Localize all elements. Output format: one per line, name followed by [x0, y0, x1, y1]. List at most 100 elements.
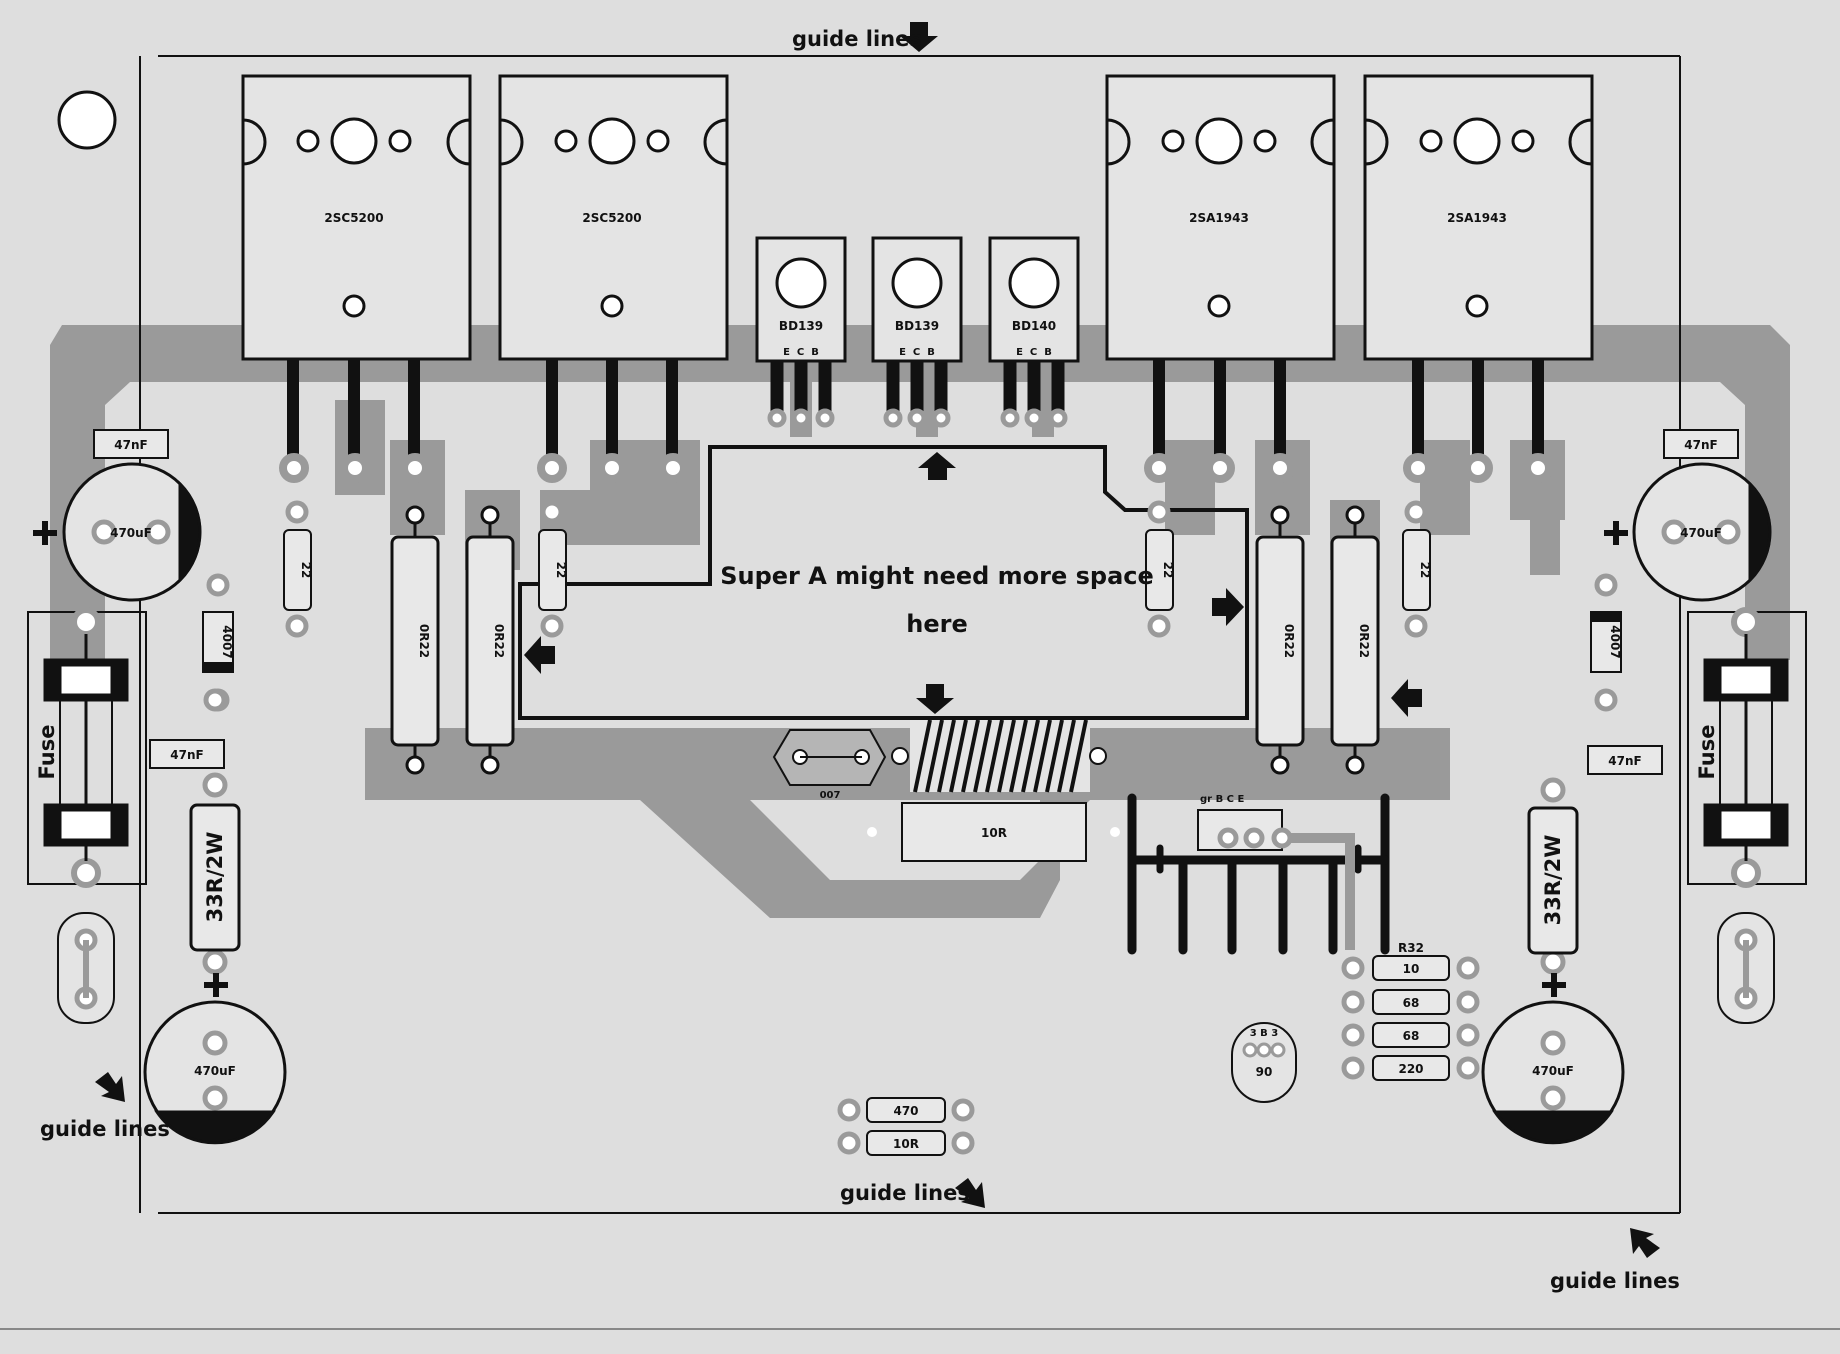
- resistor-label: 22: [554, 562, 568, 579]
- fuse-label: Fuse: [35, 725, 59, 780]
- transistor-label: 2SC5200: [324, 211, 383, 225]
- resistor-68-b: [1341, 1022, 1480, 1048]
- driver-label: BD140: [1012, 319, 1056, 333]
- misc-pads: [203, 688, 227, 712]
- resistor-label: 22: [1418, 562, 1432, 579]
- resistor-label: 10R: [893, 1137, 919, 1151]
- arrow-diag-down-right-icon: [955, 1178, 985, 1208]
- plus-icon: [1542, 973, 1566, 997]
- plus-icon: [204, 973, 228, 997]
- output-transistors: [241, 74, 1594, 361]
- guide-lines-bottom-label: guide lines: [840, 1181, 970, 1205]
- capacitor-470uf-bottom-right: [1481, 1000, 1625, 1145]
- emitter-resistors: [390, 505, 1380, 775]
- transistor-label: 2SA1943: [1447, 211, 1507, 225]
- resistor-label: 10R: [981, 826, 1007, 840]
- capacitor-47nf-top-right: [1663, 429, 1739, 459]
- pin-label: gr B C E: [1200, 794, 1244, 805]
- capacitor-007: [772, 729, 887, 786]
- power-resistors: [189, 772, 1579, 975]
- resistor-label: 22: [299, 562, 313, 579]
- note-line-2: here: [906, 610, 967, 638]
- resistor-label: 470: [893, 1104, 918, 1118]
- driver-pin-label: E C B: [899, 347, 935, 358]
- transistor-pin-label: 3 B 3: [1250, 1028, 1279, 1039]
- resistor-0r22-b: [465, 505, 515, 775]
- top-capacitors: [62, 462, 1772, 602]
- diode-label: 4007: [220, 625, 234, 658]
- resistor-22-a: [283, 500, 312, 638]
- resistor-0r22-c: [1255, 505, 1305, 775]
- capacitor-label: 470uF: [1532, 1064, 1574, 1078]
- resistor-22-b: [538, 500, 567, 638]
- top-power-bus: [50, 325, 1790, 615]
- arrow-left-icon: [1391, 679, 1422, 717]
- resistor-label: 0R22: [1357, 624, 1371, 658]
- arrow-down-icon: [916, 684, 954, 714]
- board-outline: [0, 55, 1840, 1330]
- transistor-label: 2SC5200: [582, 211, 641, 225]
- capacitor-470uf-bottom-left: [143, 1000, 287, 1145]
- polarity-marks: [33, 521, 1628, 997]
- pad-block-6: [1165, 440, 1215, 535]
- guide-lines-top-label: guide lines: [792, 27, 922, 51]
- mounting-hole: [57, 90, 117, 150]
- plus-icon: [1604, 521, 1628, 545]
- resistor-0r22-d: [1330, 505, 1380, 775]
- transistor-label: 90: [1256, 1065, 1273, 1079]
- arrow-up-icon: [918, 452, 956, 480]
- diode-4007-right: [1590, 573, 1622, 712]
- connector-left: [57, 912, 115, 1024]
- pad-block-9: [1420, 440, 1470, 535]
- resistor-10r-bottom: [837, 1130, 975, 1156]
- capacitor-47nf-mid-right: [1587, 745, 1663, 775]
- driver-bd140: [988, 236, 1080, 413]
- wire-connectors: [57, 912, 1775, 1024]
- pad-block-11: [1530, 515, 1560, 575]
- plus-icon: [33, 521, 57, 545]
- resistor-label: R32: [1398, 941, 1424, 955]
- arrow-diag-up-left-icon: [1630, 1228, 1660, 1258]
- transistor-2sc5200-2: [498, 74, 729, 361]
- transistor-pads: [279, 453, 1553, 483]
- resistor-label: 220: [1398, 1062, 1423, 1076]
- bias-section: [772, 719, 1120, 862]
- driver-label: BD139: [895, 319, 939, 333]
- resistor-label: 22: [1161, 562, 1175, 579]
- resistor-33r-right: [1527, 777, 1579, 975]
- guide-lines-left-label: guide lines: [40, 1117, 170, 1141]
- fuses: [27, 607, 1807, 888]
- resistor-label: 0R22: [417, 624, 431, 658]
- note-line-1: Super A might need more space: [720, 562, 1154, 590]
- capacitor-470uf-top-left: [62, 462, 202, 602]
- resistor-33r-left: [189, 772, 241, 975]
- resistor-220: [1341, 1055, 1480, 1081]
- fuse-right: [1687, 607, 1807, 888]
- transistor-2sc5200-1: [241, 74, 472, 361]
- connector-right: [1717, 912, 1775, 1024]
- bias-transistor: [1197, 809, 1355, 950]
- resistor-label: 0R22: [492, 624, 506, 658]
- capacitor-47nf-top-left: [93, 429, 169, 459]
- resistor-label: 0R22: [1282, 624, 1296, 658]
- small-capacitors: [93, 429, 1739, 775]
- capacitor-470uf-top-right: [1632, 462, 1772, 602]
- capacitor-label: 47nF: [114, 438, 147, 452]
- resistor-stack: [1341, 955, 1480, 1081]
- transistor-2sa1943-1: [1105, 74, 1336, 361]
- transistor-label: 2SA1943: [1189, 211, 1249, 225]
- bias-heatsink: [1127, 793, 1390, 955]
- resistor-470: [837, 1097, 975, 1123]
- capacitor-label: 47nF: [1608, 754, 1641, 768]
- fuse-left: [27, 607, 147, 888]
- driver-bd139-2: [871, 236, 963, 413]
- driver-bd139-1: [755, 236, 847, 413]
- guide-lines-right-label: guide lines: [1550, 1269, 1680, 1293]
- resistor-10r-mid: [867, 802, 1120, 862]
- capacitor-47nf-mid-left: [149, 739, 225, 769]
- driver-label: BD139: [779, 319, 823, 333]
- small-resistors-22: [283, 500, 1431, 638]
- resistor-label: 33R/2W: [1541, 835, 1565, 926]
- small-transistor: [1231, 1022, 1297, 1103]
